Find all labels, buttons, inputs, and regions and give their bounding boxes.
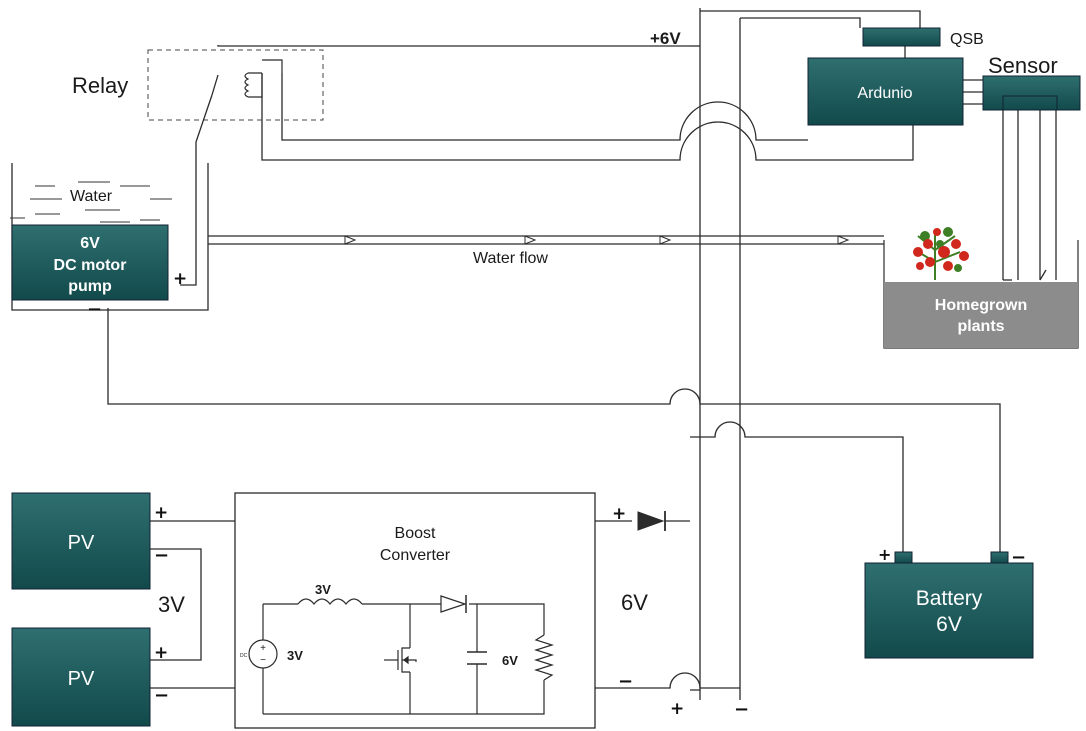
pv-bottom-plus-sign: + bbox=[154, 643, 168, 663]
output-voltage-label: 6V bbox=[621, 590, 648, 615]
relay-coil-icon bbox=[244, 59, 283, 98]
load-voltage-label: 6V bbox=[502, 653, 518, 668]
battery-plus-sign: + bbox=[878, 545, 891, 564]
pv-bottom-minus-sign: − bbox=[154, 685, 169, 706]
water-surface-lines bbox=[10, 181, 172, 223]
arduino-label: Ardunio bbox=[857, 85, 912, 102]
rail-minus-sign: − bbox=[734, 699, 749, 720]
pump-label-line2: DC motor bbox=[54, 257, 127, 274]
battery-minus-sign: − bbox=[1011, 547, 1026, 568]
arduino-board: Ardunio bbox=[807, 57, 964, 126]
output-diode-icon bbox=[637, 511, 666, 531]
flow-arrow-icons bbox=[344, 235, 850, 245]
battery-label-line2: 6V bbox=[936, 613, 962, 636]
load-resistor-icon bbox=[533, 634, 555, 681]
pv-top-minus-sign: − bbox=[154, 545, 169, 566]
pump-label-line3: pump bbox=[68, 278, 112, 295]
tomato-plant-icon bbox=[913, 227, 969, 280]
pump-label-line1: 6V bbox=[80, 235, 100, 252]
boost-label-line2: Converter bbox=[380, 547, 451, 564]
sensor-label: Sensor bbox=[988, 53, 1058, 78]
boost-circuit bbox=[262, 598, 545, 715]
boost-converter: Boost Converter + − DC 3V 3V bbox=[234, 492, 633, 729]
plants-label-line2: plants bbox=[957, 318, 1004, 335]
boost-out-plus-sign: + bbox=[612, 504, 626, 524]
battery-label-line1: Battery bbox=[916, 587, 983, 610]
water-flow-label: Water flow bbox=[473, 250, 548, 267]
pv-top-label: PV bbox=[68, 532, 95, 554]
pv-voltage-label: 3V bbox=[158, 592, 185, 617]
homegrown-plants: Homegrown plants bbox=[883, 227, 1079, 349]
dc-source-icon: + − DC bbox=[240, 639, 278, 669]
pv-top-plus-sign: + bbox=[154, 503, 168, 523]
water-flow-pipe: Water flow bbox=[344, 235, 850, 267]
battery-minus-terminal bbox=[990, 551, 1009, 564]
dc-source-dc-label: DC bbox=[240, 653, 248, 659]
dc-motor-pump: 6V DC motor pump + − bbox=[11, 224, 187, 320]
pump-minus-sign: − bbox=[87, 299, 102, 320]
inductor-voltage-label: 3V bbox=[315, 582, 331, 597]
plus-6v-label: +6V bbox=[650, 29, 681, 48]
pv-panel-top: PV + − bbox=[11, 492, 169, 590]
relay-label: Relay bbox=[72, 73, 128, 98]
qsb-module: QSB bbox=[862, 27, 984, 48]
battery-plus-terminal bbox=[894, 551, 913, 564]
rail-plus-sign: + bbox=[670, 699, 684, 719]
capacitor-icon bbox=[467, 651, 487, 665]
battery: + − Battery 6V bbox=[864, 545, 1034, 659]
source-voltage-label: 3V bbox=[287, 648, 303, 663]
water-label: Water bbox=[70, 188, 113, 205]
boost-diode-icon bbox=[440, 595, 467, 613]
pv-panel-bottom: PV + − bbox=[11, 627, 169, 727]
sensor: Sensor bbox=[982, 53, 1081, 111]
qsb-label: QSB bbox=[950, 31, 984, 48]
dc-source-plus: + bbox=[260, 643, 266, 654]
wiring bbox=[107, 8, 1057, 700]
pump-plus-sign: + bbox=[173, 269, 187, 289]
boost-label-line1: Boost bbox=[395, 525, 436, 542]
boost-out-minus-sign: − bbox=[618, 671, 633, 692]
water-tank: Water bbox=[10, 163, 209, 311]
pv-bottom-label: PV bbox=[68, 668, 95, 690]
plants-label-line1: Homegrown bbox=[935, 297, 1027, 314]
relay: Relay bbox=[72, 49, 324, 143]
dc-source-minus: − bbox=[260, 655, 266, 666]
mosfet-switch-icon bbox=[384, 647, 417, 673]
